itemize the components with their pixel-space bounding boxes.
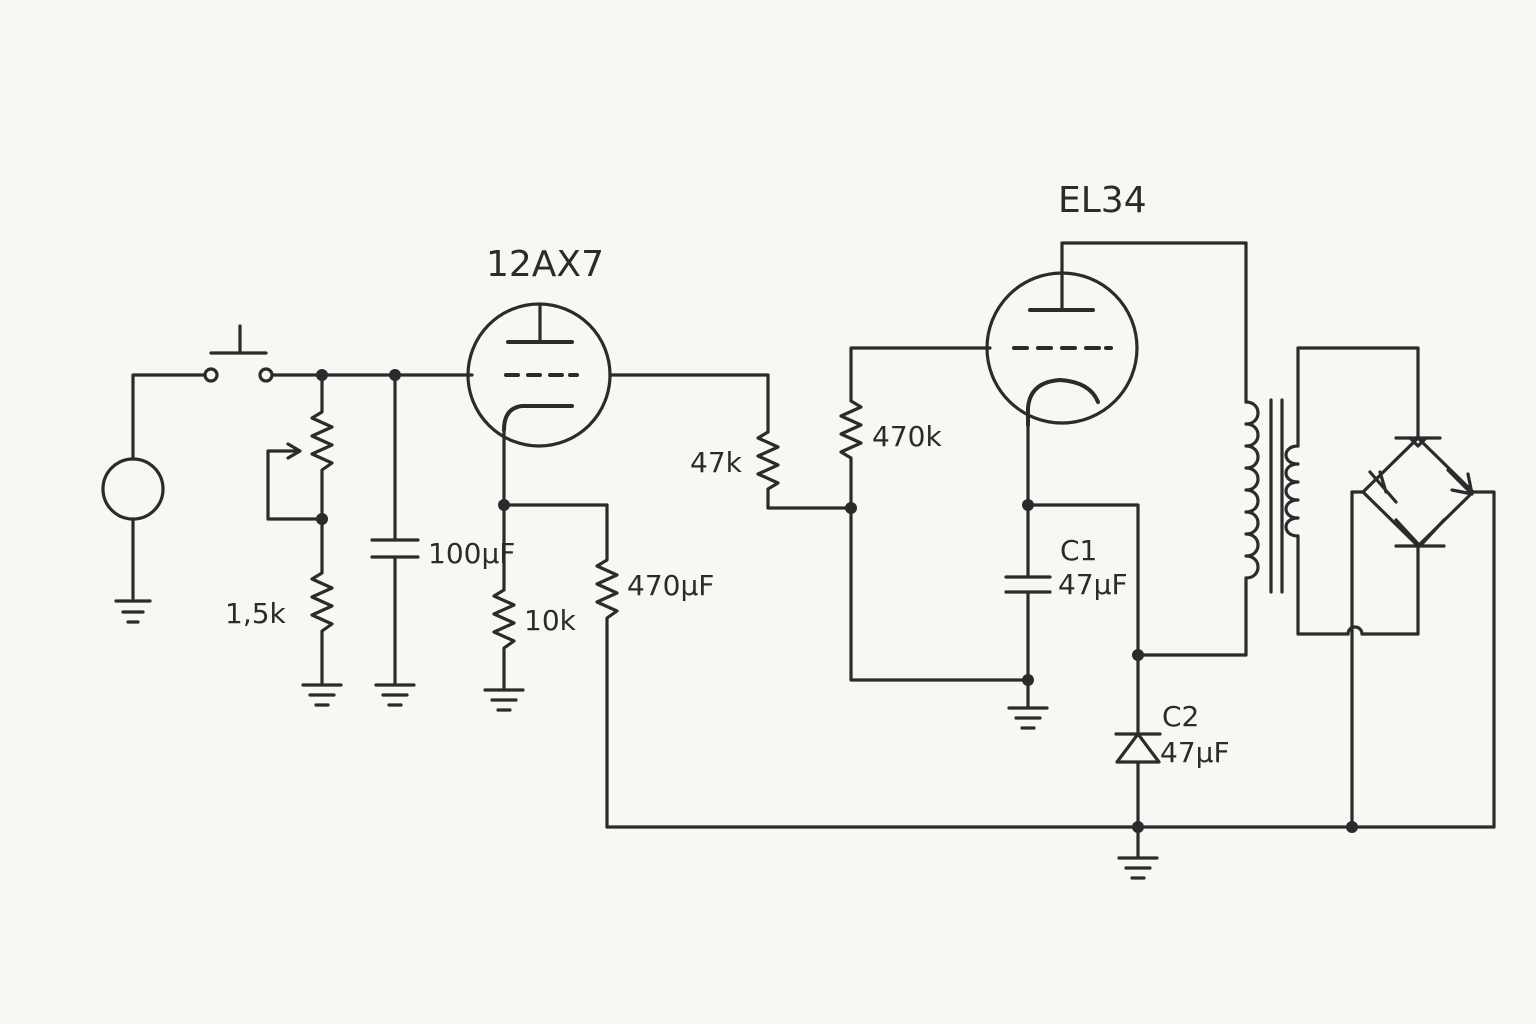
diode-c2 [1114,653,1162,829]
ground-symbol-bus [1117,856,1159,880]
capacitor-100uf-label: 100µF [428,537,515,570]
ground-symbol [374,683,416,707]
ground-symbol-input [114,599,152,624]
resistor-1-5k [310,517,334,686]
tube-el34-label: EL34 [1058,180,1147,221]
tube-el34 [985,241,1248,427]
ac-signal-source [101,373,207,600]
diode-c2-name: C2 [1162,700,1199,733]
resistor-470uf-label: 470µF [627,569,714,602]
capacitor-c1-name: C1 [1060,534,1097,567]
diode-c2-value: 47µF [1160,736,1230,769]
ground-symbol [483,688,525,712]
capacitor-c1-value: 47µF [1058,568,1128,601]
resistor-470k [839,346,992,510]
ground-symbol [301,683,343,707]
output-transformer [1244,241,1420,636]
resistor-47k-label: 47k [690,446,743,479]
junction-dot [1022,674,1034,686]
el34-cathode-wire [1026,423,1140,657]
potentiometer[interactable] [266,373,334,521]
capacitor-c1 [1004,503,1052,708]
resistor-10k-label: 10k [524,604,577,637]
resistor-47k [756,430,853,510]
bridge-rectifier [1346,436,1496,829]
resistor-10k [492,503,516,690]
tube-12ax7 [466,302,612,448]
capacitor-100uf [370,373,420,686]
transformer-return-wire [1136,590,1248,657]
ground-symbol [1007,706,1049,730]
preamp-output-wire [608,373,770,434]
resistor-470k-label: 470k [872,420,942,453]
resistor-470uf [502,503,619,829]
tube-12ax7-label: 12AX7 [486,244,604,285]
ground-return-wire [849,506,1030,682]
push-button-switch[interactable] [203,324,274,383]
resistor-1-5k-label: 1,5k [225,597,287,630]
